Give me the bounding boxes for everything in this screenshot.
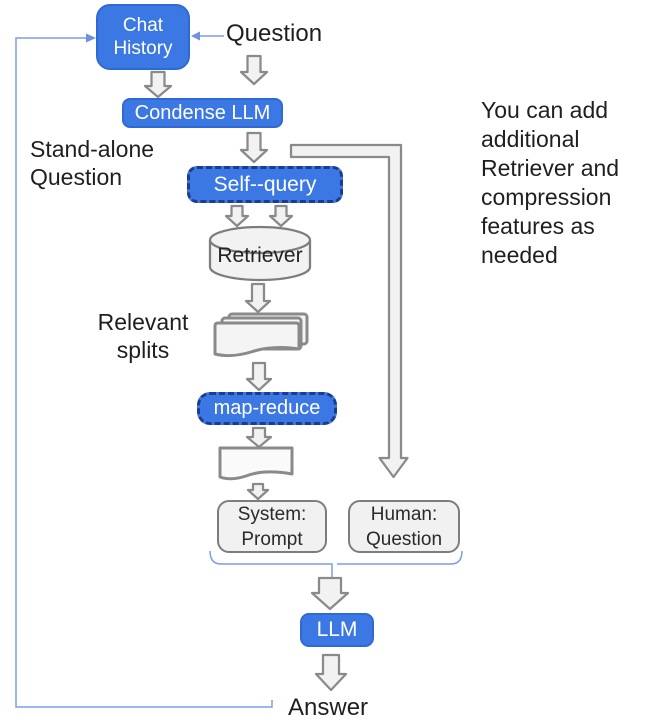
relevant-splits-label: Relevant splits bbox=[97, 309, 189, 363]
arrow-splits-to-mapreduce bbox=[245, 361, 273, 392]
node-system-prompt: System: Prompt bbox=[217, 500, 327, 553]
retriever-cylinder bbox=[208, 225, 312, 282]
node-self-query: Self--query bbox=[187, 166, 343, 203]
node-human-question: Human: Question bbox=[348, 500, 460, 553]
arrow-condense-to-selfquery bbox=[239, 131, 269, 164]
node-condense-llm: Condense LLM bbox=[122, 98, 283, 128]
node-map-reduce: map-reduce bbox=[197, 392, 337, 425]
merge-brace bbox=[209, 550, 463, 577]
bypass-arrow-to-human-question bbox=[289, 143, 409, 479]
arrow-doc-to-systemprompt bbox=[246, 482, 270, 501]
feedback-loop-line bbox=[15, 37, 273, 708]
arrow-chat-to-condense bbox=[143, 70, 173, 99]
question-label: Question bbox=[226, 20, 323, 47]
node-chat-history: Chat History bbox=[96, 4, 190, 70]
question-to-chat-arrowhead-icon bbox=[191, 31, 200, 41]
arrow-question-to-condense bbox=[239, 54, 269, 86]
answer-label: Answer bbox=[288, 694, 369, 721]
node-llm: LLM bbox=[300, 613, 374, 647]
retriever-label: Retriever bbox=[217, 244, 303, 267]
stand-alone-question-label: Stand-alone Question bbox=[30, 136, 155, 190]
annotation-note: You can add additional Retriever and com… bbox=[481, 97, 620, 268]
arrow-mapreduce-to-doc bbox=[245, 426, 273, 449]
arrow-retriever-to-splits bbox=[244, 282, 272, 314]
relevant-splits-doc-stack-icon bbox=[213, 312, 309, 358]
feedback-arrowhead-icon bbox=[86, 33, 96, 43]
arrow-brace-to-llm bbox=[310, 576, 350, 611]
document-icon bbox=[218, 446, 294, 481]
arrow-selfquery-to-retriever-left bbox=[224, 204, 250, 228]
arrow-llm-to-answer bbox=[314, 653, 348, 692]
arrow-selfquery-to-retriever-right bbox=[268, 204, 294, 228]
